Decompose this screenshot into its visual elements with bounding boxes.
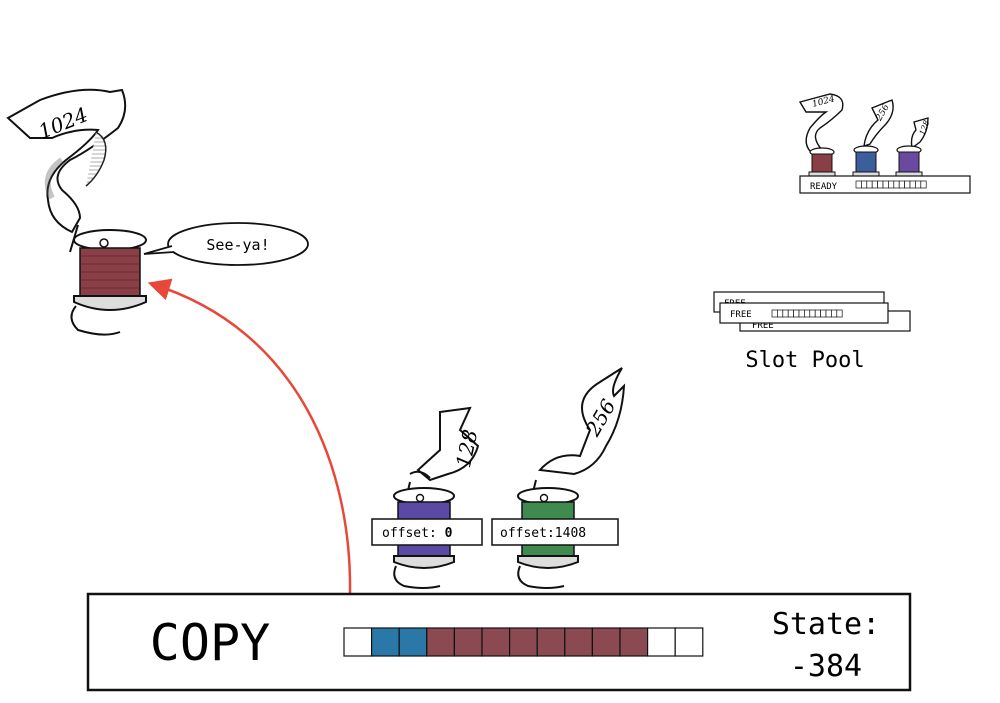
svg-text:FREE: FREE [730,310,752,320]
leaving-spool-ribbon-icon [6,88,127,234]
ready-spool-256-ribbon-icon [863,99,894,148]
speech-bubble: See-ya! [143,222,309,266]
ready-slot-cell [915,180,922,189]
buffer-cell-empty [343,627,373,657]
buffer-cell-empty [674,627,704,657]
free-slot-cells [771,309,843,318]
ready-slot-cells [855,180,927,189]
ready-slot-cell [871,180,878,189]
free-slot-cell [798,309,805,318]
free-slot-cell [836,309,843,318]
waiting-spool-256: 256 [517,367,626,589]
buffer-cells [343,627,704,657]
ready-slot-cell [855,180,862,189]
eviction-arrow [147,278,352,595]
ready-slot-cell [898,180,905,189]
slot-pool: FREE FREE FREE Slot Pool [713,291,911,373]
ready-spool-1024 [808,147,836,177]
offset-value-128: 0 [445,526,453,541]
ready-slot-label: READY [810,182,838,192]
ready-slot-cell [893,180,900,189]
buffer-cell-maroon [481,627,511,657]
free-slot-cell [809,309,816,318]
ready-spool-128 [895,145,923,177]
ready-slot: 1024 256 128 READY [798,93,971,194]
ready-slot-cell [888,180,895,189]
free-slot-cell [787,309,794,318]
free-slot-cell [793,309,800,318]
ready-slot-cell [866,180,873,189]
free-slot-cell [814,309,821,318]
svg-text:offset:1408: offset:1408 [500,526,586,541]
ready-spool-256 [852,145,880,177]
waiting-spool-128-ribbon-icon [416,406,480,482]
free-slot-cell [820,309,827,318]
free-slot-cell [777,309,784,318]
svg-text:offset: 0: offset: 0 [382,526,453,541]
buffer-cell-blue [398,627,428,657]
svg-text:FREE: FREE [752,321,774,331]
buffer-cell-maroon [591,627,621,657]
state-label: State: [772,607,880,642]
speech-text: See-ya! [206,236,269,254]
offset-tag-128: offset: 0 [371,518,483,546]
ready-slot-cell [882,180,889,189]
free-slot-cell [804,309,811,318]
ready-slot-cell [904,180,911,189]
buffer-cell-maroon [509,627,538,657]
ready-slot-cell [877,180,884,189]
free-slot-cell [771,309,778,318]
free-slot-cell [825,309,832,318]
state-value: -384 [790,649,862,684]
buffer-cell-maroon [453,627,483,657]
offset-tag-256: offset:1408 [491,518,619,546]
buffer-cell-maroon [426,627,455,657]
waiting-spool-256-ribbon-icon [537,367,626,476]
buffer-cell-empty [646,627,676,657]
buffer-cell-maroon [619,627,649,657]
free-slot-cell [782,309,789,318]
buffer-cell-maroon [564,627,593,657]
ready-slot-cell [909,180,916,189]
free-slot-cell [831,309,838,318]
leaving-spool: 1024 [6,88,147,336]
waiting-spool-128: 128 [393,406,482,589]
slot-pool-title: Slot Pool [745,348,864,373]
offset-value-256: 1408 [555,526,586,541]
buffer-cell-blue [371,627,400,657]
operation-label: COPY [150,614,270,672]
ready-slot-cell [861,180,868,189]
ready-slot-cell [920,180,927,189]
ready-spool-128-ribbon-icon [910,117,929,150]
buffer-cell-maroon [536,627,566,657]
copy-status-bar: COPY State: -384 [86,592,912,692]
